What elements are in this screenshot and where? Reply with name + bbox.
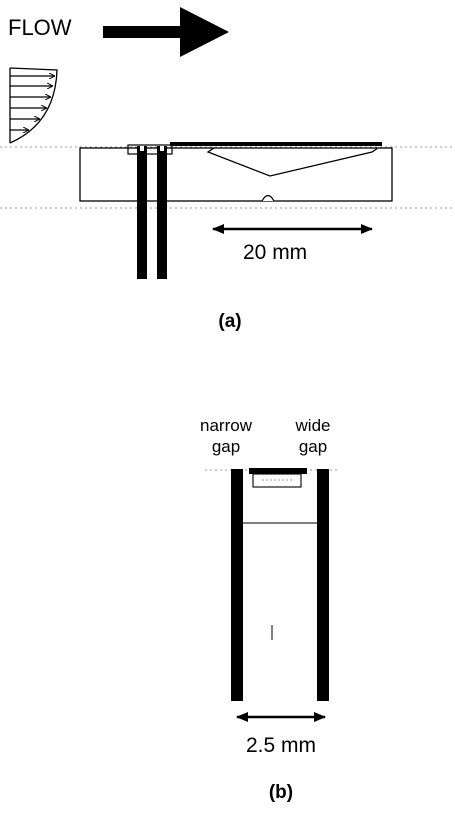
flow-label: FLOW: [8, 15, 72, 40]
wide-gap-label-line1: wide: [295, 416, 331, 435]
pressure-tubes: [137, 146, 167, 279]
channel-cross-section: [231, 468, 329, 701]
panel-b: narrow gap wide gap 2.5 mm (b): [200, 416, 340, 803]
dimension-label-20mm: 20 mm: [243, 241, 307, 264]
wide-gap-label-line2: gap: [299, 437, 327, 456]
flow-arrow-icon: [103, 7, 229, 57]
plate-cross-section: [0, 142, 455, 209]
narrow-gap-label-line1: narrow: [200, 416, 253, 435]
caption-a: (a): [218, 311, 241, 332]
caption-b: (b): [269, 782, 293, 803]
narrow-gap-label-line2: gap: [212, 437, 240, 456]
dimension-label-2-5mm: 2.5 mm: [246, 734, 316, 757]
panel-a: FLOW: [0, 7, 455, 332]
velocity-profile-icon: [9, 67, 58, 144]
